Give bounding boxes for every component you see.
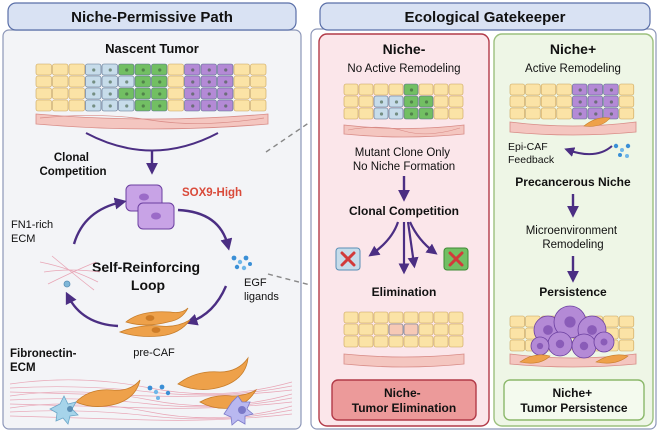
niche-negative-subtitle: No Active Remodeling	[347, 63, 460, 75]
zoom-connector-top	[265, 117, 317, 153]
clonal-competition-label: Clonal Competition	[39, 152, 106, 178]
neg-branch-midright	[406, 221, 419, 269]
niche-positive-result: Niche+ Tumor Persistence	[520, 386, 627, 415]
neg-branch-left	[368, 221, 400, 257]
right-header-title: Ecological Gatekeeper	[405, 9, 566, 26]
sox9-high-label: SOX9-High	[182, 187, 242, 199]
microenvironment-remodeling-label: Microenvironment Remodeling	[526, 225, 621, 251]
fn1-ecm-fibers	[39, 255, 101, 291]
niche-negative-tissue	[343, 83, 465, 138]
eliminated-blue-cell	[335, 247, 361, 271]
epi-caf-dots	[613, 143, 631, 158]
niche-negative-result-box	[331, 379, 477, 421]
neg-normal-tissue	[343, 311, 465, 368]
mutant-clone-label: Mutant Clone Only No Niche Formation	[353, 147, 455, 173]
nascent-tumor-title: Nascent Tumor	[105, 41, 199, 56]
epi-caf-feedback-label: Epi-CAF Feedback	[508, 141, 555, 166]
niche-negative-result: Niche- Tumor Elimination	[352, 386, 456, 415]
elimination-label: Elimination	[372, 285, 437, 299]
persistent-tumor-tissue	[509, 305, 637, 368]
loop-arrow-top-left	[72, 197, 127, 245]
niche-positive-title: Niche+	[550, 41, 596, 57]
epi-caf-feedback-arrow	[564, 145, 613, 157]
loop-arrow-bottom-right	[185, 285, 228, 326]
zoom-connector-bottom	[267, 273, 315, 287]
persistence-label: Persistence	[539, 285, 607, 299]
sox9-high-cells	[125, 184, 175, 230]
self-reinforcing-loop-label: Self-Reinforcing Loop	[92, 259, 204, 293]
niche-positive-tissue	[509, 83, 637, 136]
eliminated-green-cell	[443, 247, 469, 271]
fn1-ecm-label: FN1-rich ECM	[11, 219, 56, 245]
pre-caf-cells	[118, 307, 191, 337]
egf-ligand-dots	[231, 255, 252, 271]
neg-branch-right	[408, 221, 438, 255]
precancerous-niche-label: Precancerous Niche	[515, 175, 631, 189]
niche-negative-title: Niche-	[383, 41, 426, 57]
loop-arrow-top-right	[177, 208, 233, 251]
loop-arrow-bottom-left	[65, 291, 119, 328]
egf-ligands-label: EGF ligands	[244, 277, 279, 303]
niche-positive-subtitle: Active Remodeling	[525, 63, 621, 75]
niche-positive-result-box	[503, 379, 645, 421]
fibronectin-stroma	[9, 356, 293, 426]
left-header-title: Niche-Permissive Path	[71, 9, 233, 26]
fibronectin-ecm-label: Fibronectin- ECM	[10, 348, 80, 374]
right-header	[319, 2, 651, 31]
pre-caf-label: pre-CAF	[133, 347, 175, 359]
left-header	[7, 2, 297, 31]
neg-clonal-competition: Clonal Competition	[349, 204, 459, 218]
nascent-tissue	[35, 63, 269, 130]
